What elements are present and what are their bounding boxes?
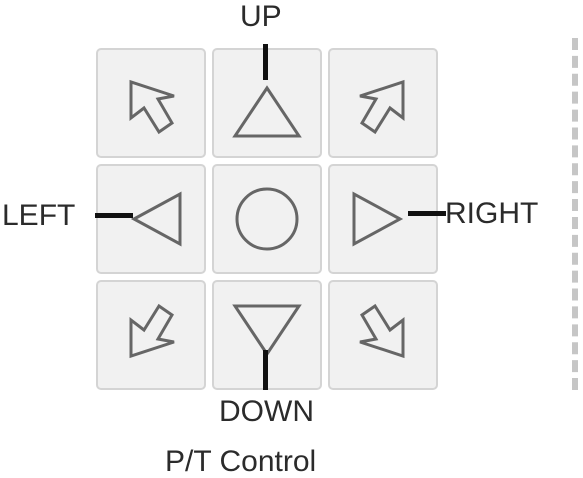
arrow-up-right-icon [359,79,405,135]
pt-control-pad [96,48,438,390]
down-button[interactable] [212,280,322,390]
down-right-button[interactable] [328,280,438,390]
arrow-down-left-icon [129,303,175,359]
up-callout-line [263,44,268,80]
panel-divider [572,38,578,390]
arrow-down-right-icon [359,303,405,359]
right-callout-line [408,211,446,216]
up-label: UP [240,0,282,33]
right-label: RIGHT [445,197,539,230]
left-label: LEFT [2,199,76,232]
up-left-button[interactable] [96,48,206,158]
triangle-left-icon [130,191,182,247]
down-callout-line [263,350,268,390]
arrow-up-left-icon [129,79,175,135]
triangle-down-icon [232,304,302,357]
triangle-up-icon [232,85,302,138]
right-button[interactable] [328,164,438,274]
left-callout-line [95,213,133,218]
down-left-button[interactable] [96,280,206,390]
home-button[interactable] [212,164,322,274]
triangle-right-icon [352,191,404,247]
circle-icon [235,187,299,251]
down-label: DOWN [219,395,314,428]
up-right-button[interactable] [328,48,438,158]
left-button[interactable] [96,164,206,274]
pt-control-title: P/T Control [165,445,317,478]
